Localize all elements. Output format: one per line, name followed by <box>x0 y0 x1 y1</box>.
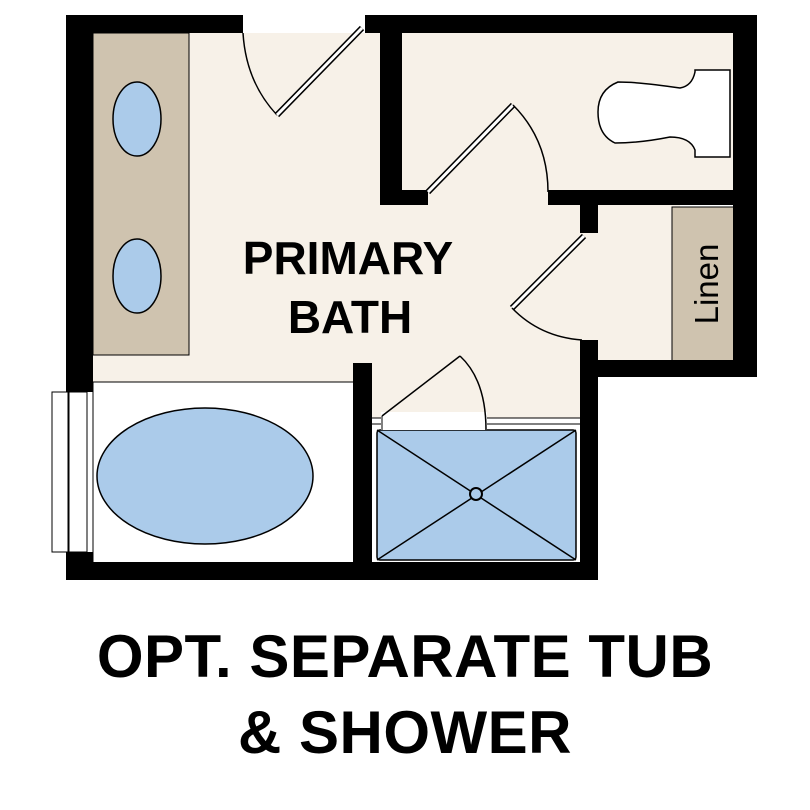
caption-line-1: OPT. SEPARATE TUB <box>96 623 714 690</box>
toilet-room-door[interactable] <box>425 102 549 195</box>
toilet-icon <box>597 69 731 158</box>
floor-plan: Linen PRIMARY BATH <box>51 15 757 580</box>
entry-door[interactable] <box>242 25 365 118</box>
shower <box>372 355 582 564</box>
oval-tub <box>92 381 356 565</box>
linen-label: Linen <box>688 244 725 325</box>
sink-2-icon <box>112 238 162 314</box>
caption-line-2: & SHOWER <box>238 699 572 766</box>
room-label-bath: BATH <box>288 291 412 343</box>
linen-door[interactable] <box>509 233 587 341</box>
window <box>51 391 88 553</box>
walls <box>66 15 757 580</box>
drain-icon <box>469 487 483 501</box>
sink-1-icon <box>112 81 162 157</box>
double-vanity <box>92 32 190 356</box>
linen-closet: Linen <box>671 206 736 363</box>
room-label-primary: PRIMARY <box>243 232 453 284</box>
